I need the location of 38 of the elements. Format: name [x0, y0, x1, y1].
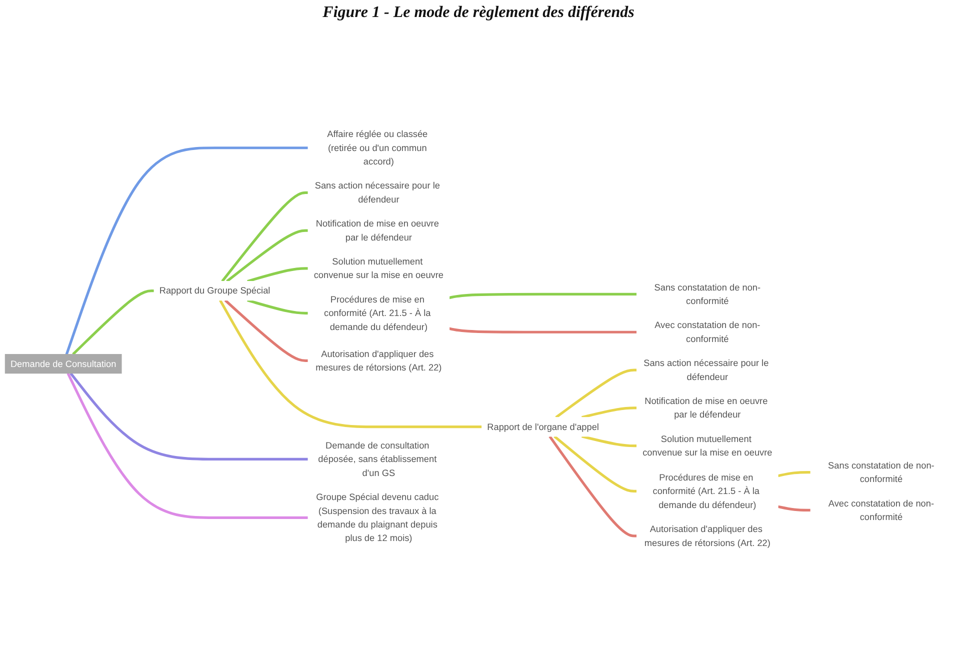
connector: [581, 435, 637, 448]
connector: [448, 292, 637, 300]
connector: [224, 299, 308, 362]
node-text: Avec constatation de non-conformité: [828, 498, 934, 522]
node-text: Sans action nécessaire pour le défendeur: [314, 180, 440, 204]
connector: [72, 290, 154, 356]
node-text: Procédures de mise en conformité (Art. 21.5 - À la demande du défendeur): [324, 294, 431, 332]
connector: [247, 299, 308, 314]
node-text: Affaire réglée ou classée (retirée ou d'un commun accord): [327, 128, 428, 166]
figure-title: Figure 1 - Le mode de règlement des différends: [322, 4, 634, 22]
connector: [221, 191, 308, 282]
connector: [554, 435, 637, 493]
node-text: Solution mutuellement convenue sur la mise en oeuvre: [314, 256, 444, 280]
node-text: Avec constatation de non-conformité: [654, 320, 760, 344]
node-text: Notification de mise en oeuvre par le défendeur: [316, 218, 439, 242]
node-text: Sans action nécessaire pour le défendeur: [644, 358, 769, 382]
node-text: Autorisation d'appliquer des mesures de rétorsions (Art. 22): [316, 348, 442, 372]
node-text: Procédures de mise en conformité (Art. 21.5 - À la demande du défendeur): [652, 472, 760, 510]
connector: [226, 229, 308, 282]
node-text: Sans constatation de non-conformité: [828, 460, 934, 484]
node-text: Solution mutuellement convenue sur la mise en oeuvre: [642, 433, 772, 458]
node-text: Demande de consultation déposée, sans établissement d'un GS: [318, 440, 437, 478]
connector: [219, 300, 482, 428]
node-text: Notification de mise en oeuvre par le défendeur: [644, 396, 768, 420]
connector: [66, 372, 308, 519]
connector: [65, 146, 308, 355]
connector: [247, 267, 308, 283]
node-text: Autorisation d'appliquer des mesures de rétorsions (Art. 22): [644, 524, 770, 548]
connector: [555, 368, 637, 418]
connector: [778, 505, 811, 512]
connector: [70, 372, 308, 461]
connector: [778, 470, 811, 478]
connector: [548, 436, 637, 538]
node-box: Demande de Consultation: [4, 354, 122, 374]
connector: [448, 327, 637, 334]
node-text: Sans constatation de non-conformité: [654, 282, 761, 306]
node-text: Groupe Spécial devenu caduc (Suspension des travaux à la demande du plaignant depuis plus de 12 mois): [316, 492, 439, 544]
connector: [581, 406, 637, 419]
